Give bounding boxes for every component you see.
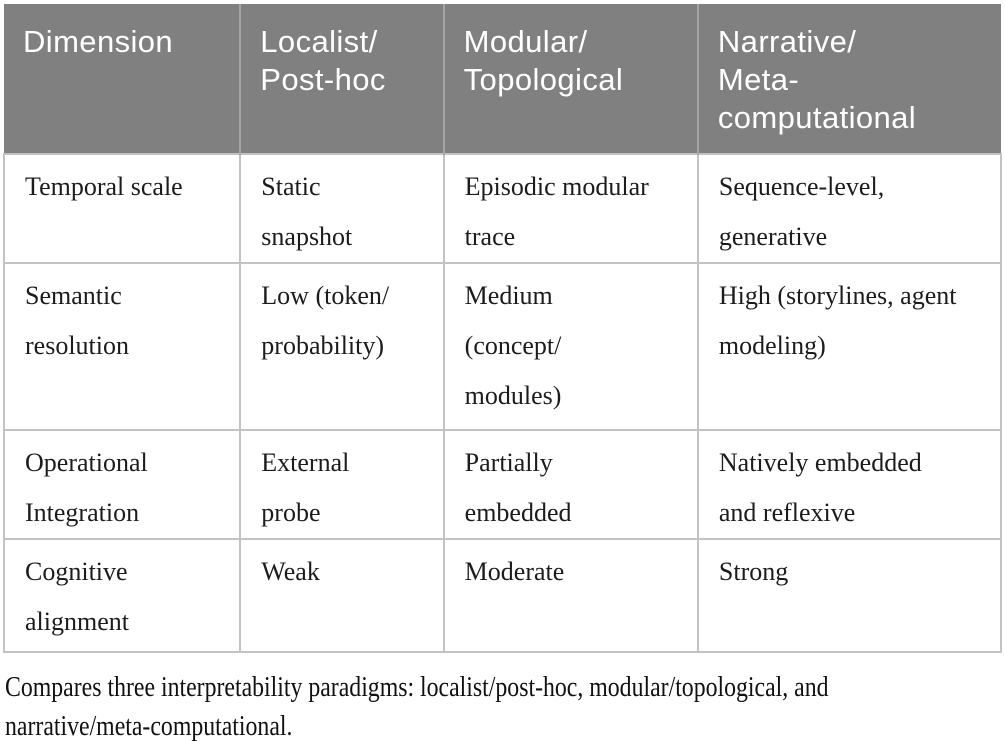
cell-narrative: Strong (696, 538, 1003, 653)
cell-narrative: High (storylines, agent modeling) (696, 262, 1003, 431)
cell-dimension: Cognitive alignment (2, 538, 242, 653)
cell-modular: Episodic modular trace (442, 153, 699, 264)
cell-narrative: Sequence-level, generative (696, 153, 1003, 264)
cell-localist: Low (token/ probability) (239, 262, 445, 431)
cell-dimension: Semantic resolution (2, 262, 242, 431)
header-cell-dimension: Dimension (4, 4, 242, 154)
cell-localist: Weak (239, 538, 445, 653)
header-cell-narrative: Narrative/ Meta- computational (697, 4, 1001, 154)
table-caption: Compares three interpretability paradigm… (5, 668, 1002, 741)
table-row: Semantic resolution Low (token/ probabil… (2, 262, 1003, 431)
table-header-row: Dimension Localist/ Post-hoc Modular/ To… (4, 4, 1001, 154)
table-row: Cognitive alignment Weak Moderate Strong (2, 538, 1003, 653)
cell-localist: Static snapshot (239, 153, 445, 264)
table-row: Temporal scale Static snapshot Episodic … (2, 153, 1003, 264)
header-cell-localist: Localist/ Post-hoc (240, 4, 445, 154)
cell-localist: External probe (239, 429, 445, 540)
header-cell-modular: Modular/ Topological (443, 4, 699, 154)
cell-dimension: Temporal scale (2, 153, 242, 264)
cell-modular: Partially embedded (442, 429, 699, 540)
cell-modular: Moderate (442, 538, 699, 653)
cell-modular: Medium (concept/ modules) (442, 262, 699, 431)
table-caption-text: Compares three interpretability paradigm… (5, 672, 829, 741)
table-row: Operational Integration External probe P… (2, 429, 1003, 540)
cell-dimension: Operational Integration (2, 429, 242, 540)
comparison-table: Dimension Localist/ Post-hoc Modular/ To… (2, 4, 1003, 653)
cell-narrative: Natively embedded and reflexive (696, 429, 1003, 540)
